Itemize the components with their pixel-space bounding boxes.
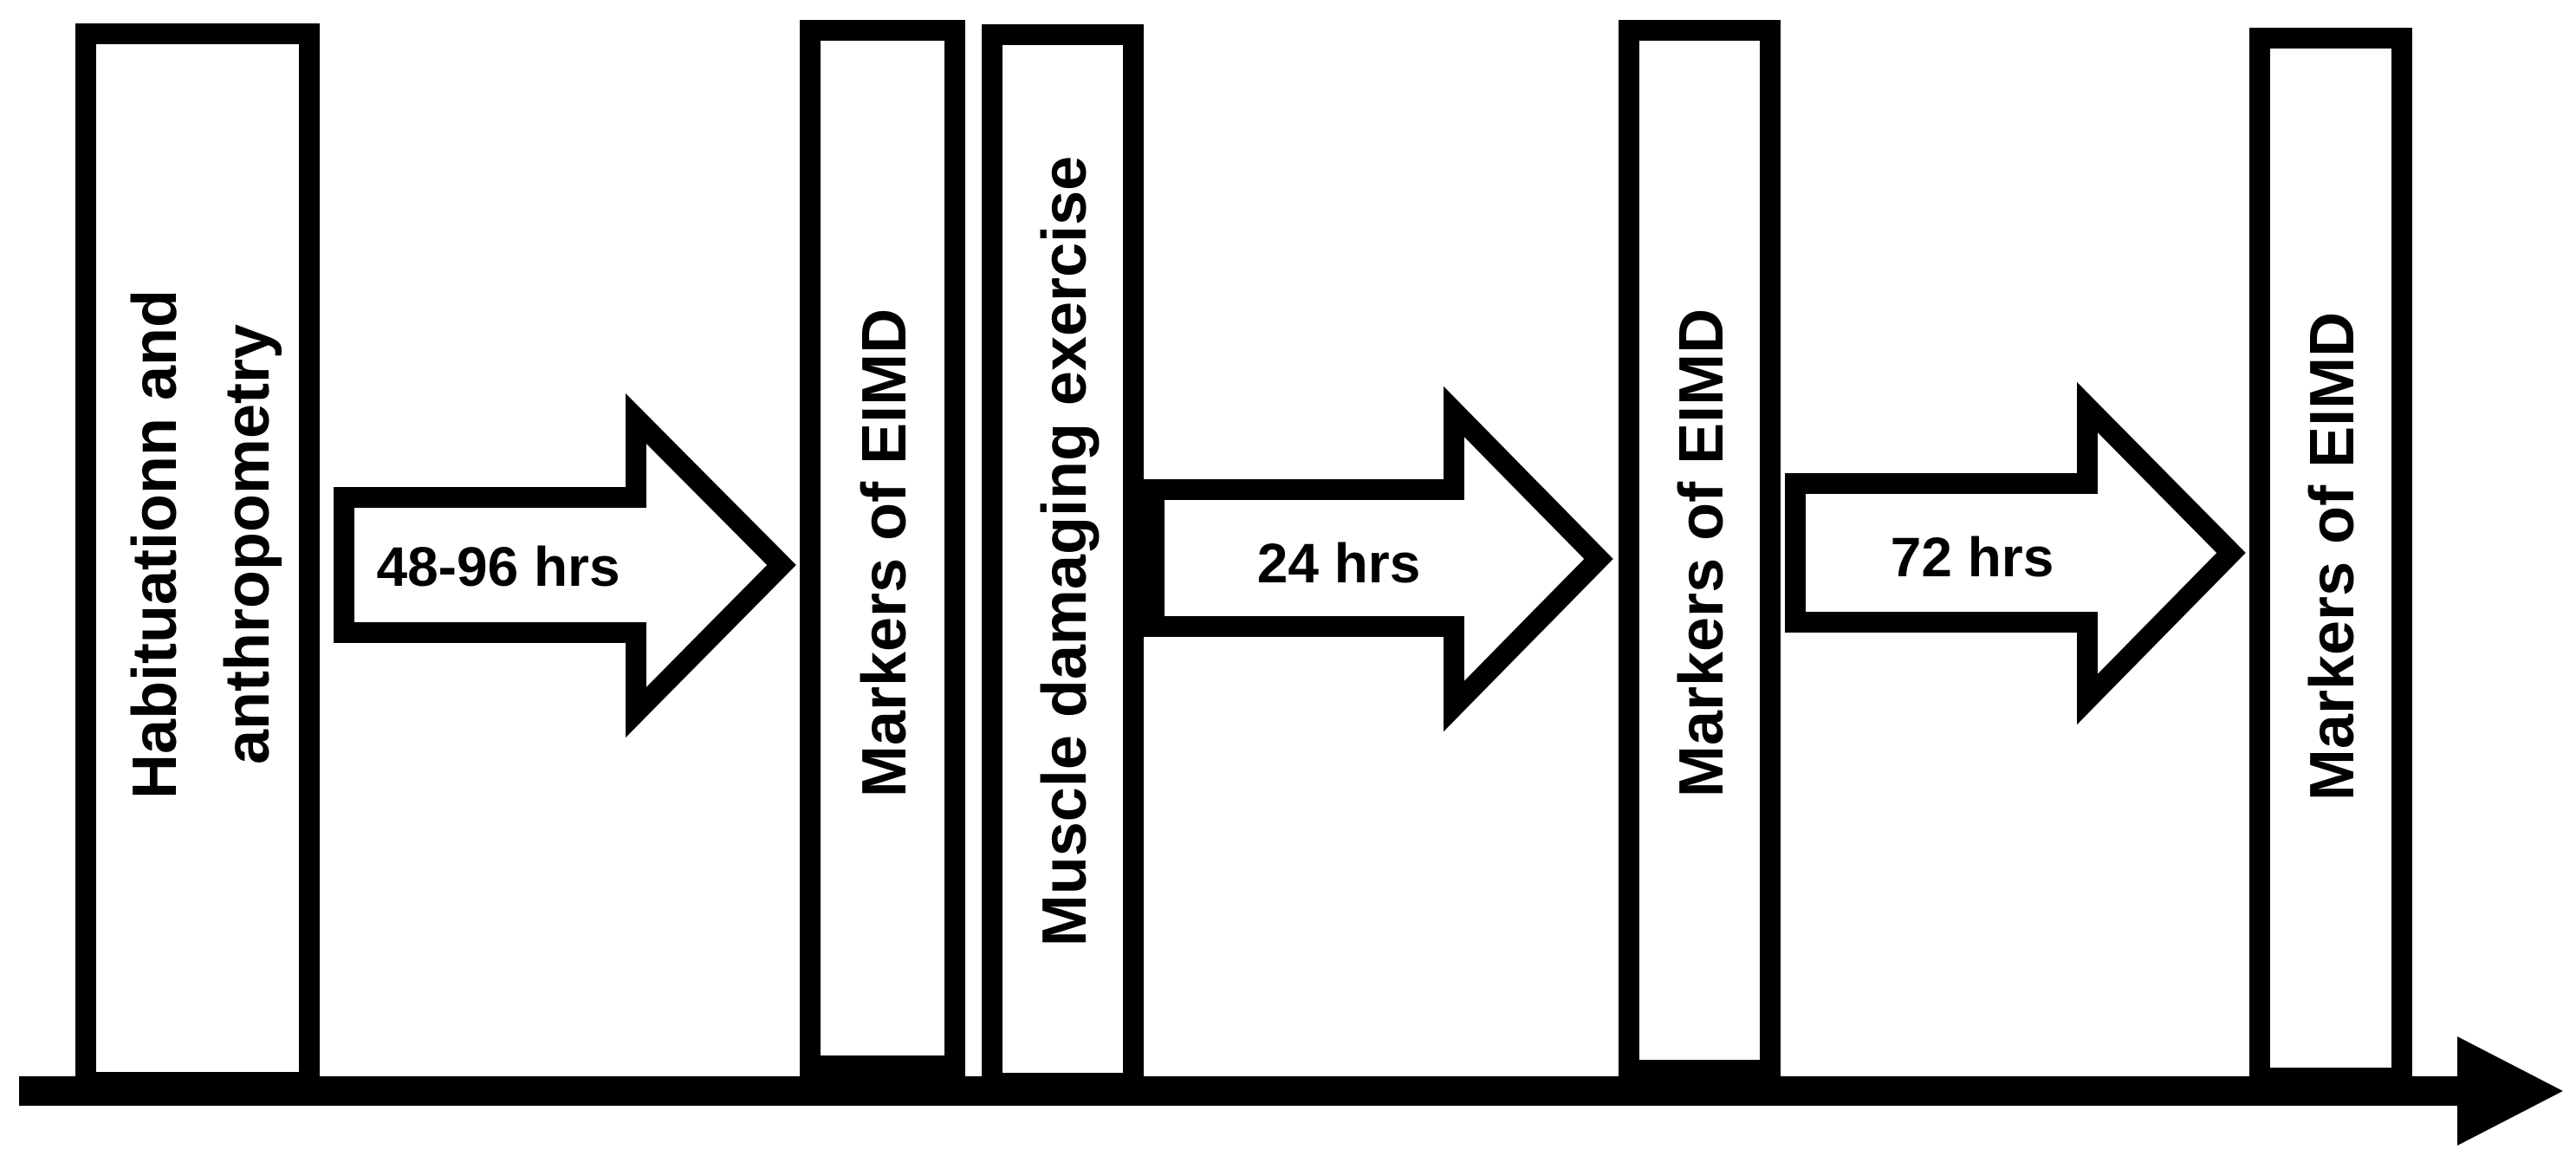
stage-box-markers-1 [800, 20, 965, 1076]
stage-label-habituation-line1: Habituationn and [120, 289, 190, 799]
stage-label-habituation-line2: anthropometry [213, 324, 282, 764]
interval-arrow-2 [1144, 386, 1613, 732]
interval-label-3: 72 hrs [1891, 526, 2054, 588]
interval-arrow-1 [334, 393, 796, 738]
stage-label-muscle-damaging-exercise: Muscle damaging exercise [1030, 156, 1100, 946]
stage-box-markers-3 [2249, 28, 2412, 1088]
stage-label-markers-2: Markers of EIMD [1667, 308, 1736, 797]
interval-arrow-3 [1785, 381, 2246, 725]
interval-label-2: 24 hrs [1257, 532, 1421, 594]
stage-box-muscle-damaging-exercise [982, 24, 1144, 1094]
timeline-arrowhead [2457, 1036, 2563, 1146]
stage-label-markers-3: Markers of EIMD [2298, 312, 2367, 801]
interval-label-1: 48-96 hrs [376, 536, 620, 598]
stage-box-markers-2 [1619, 20, 1781, 1081]
timeline-axis [19, 1076, 2471, 1106]
stage-label-markers-1: Markers of EIMD [850, 308, 919, 797]
stage-box-habituation [75, 23, 320, 1093]
